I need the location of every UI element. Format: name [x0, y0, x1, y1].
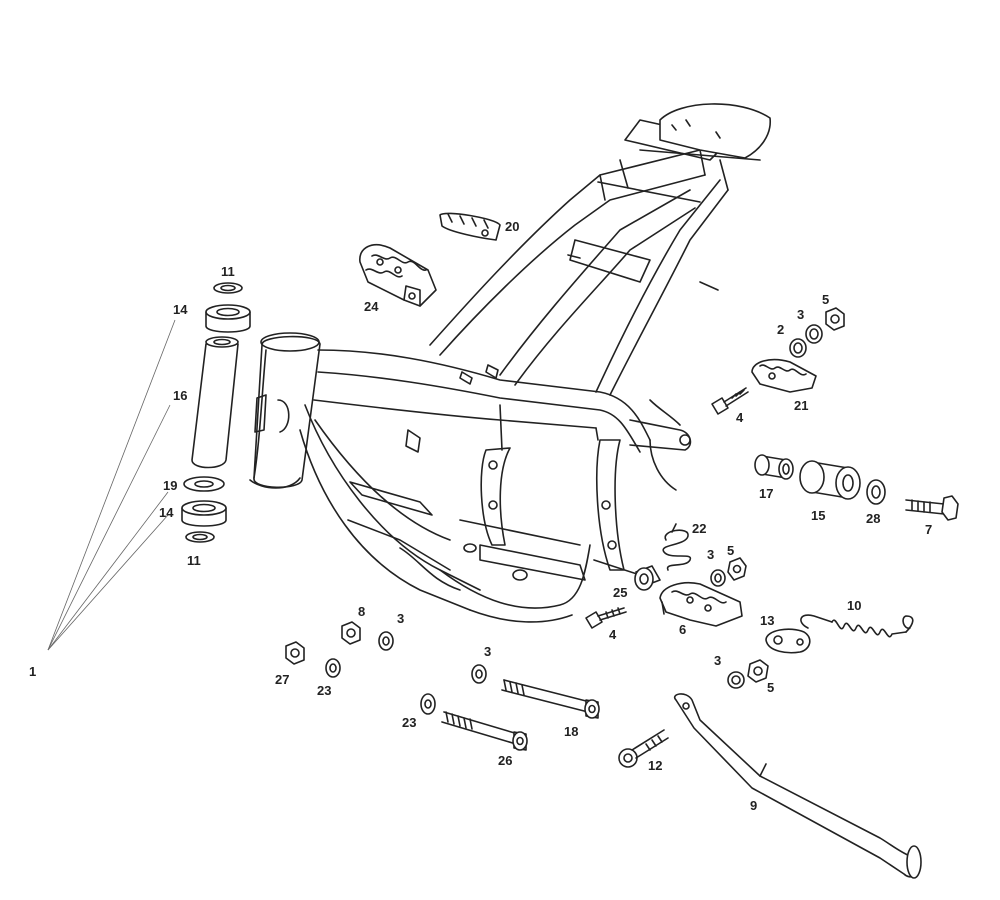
washer-2 [789, 338, 807, 358]
bolt-12 [618, 729, 669, 768]
label-part-5: 5 [822, 292, 829, 307]
washer-23-left [325, 658, 341, 678]
footpeg-20 [439, 212, 501, 241]
part-labels: 1 11 14 16 19 14 11 20 24 5 3 2 21 4 17 … [29, 219, 932, 813]
nut-8 [341, 621, 361, 645]
label-part-3: 3 [397, 611, 404, 626]
label-part-5: 5 [727, 543, 734, 558]
label-part-11: 11 [221, 264, 235, 279]
bolt-4-upper [711, 387, 749, 415]
label-part-2: 2 [777, 322, 784, 337]
label-part-3: 3 [714, 653, 721, 668]
label-part-21: 21 [794, 398, 808, 413]
label-part-17: 17 [759, 486, 773, 501]
label-part-19: 19 [163, 478, 177, 493]
footpeg-24 [359, 244, 437, 307]
label-part-15: 15 [811, 508, 825, 523]
washer-3-upper [805, 324, 823, 344]
label-part-20: 20 [505, 219, 519, 234]
washer-28 [866, 479, 886, 505]
nut-5-upper [825, 307, 845, 331]
washer-3-center [471, 664, 487, 684]
label-part-6: 6 [679, 622, 686, 637]
washer-3-left [378, 631, 394, 651]
spring-22 [662, 523, 692, 571]
nut-5-mid [727, 557, 747, 581]
label-part-12: 12 [648, 758, 662, 773]
bolt-26 [441, 711, 528, 751]
label-part-8: 8 [358, 604, 365, 619]
label-part-3: 3 [484, 644, 491, 659]
washer-23-center [420, 693, 436, 715]
label-part-28: 28 [866, 511, 880, 526]
footpeg-21 [751, 358, 817, 393]
bushing-15 [799, 460, 861, 500]
label-part-14: 14 [173, 302, 188, 317]
motorcycle-frame [249, 103, 771, 623]
sidestand-9 [673, 693, 922, 879]
nut-5-right [747, 659, 769, 683]
plate-13 [765, 628, 811, 654]
bushing-17 [754, 454, 794, 480]
label-part-16: 16 [173, 388, 187, 403]
bolt-4-lower [585, 607, 627, 629]
label-part-23: 23 [402, 715, 416, 730]
label-part-23: 23 [317, 683, 331, 698]
bolt-18 [501, 679, 600, 719]
label-part-1: 1 [29, 664, 36, 679]
label-part-26: 26 [498, 753, 512, 768]
label-part-24: 24 [364, 299, 379, 314]
label-part-14: 14 [159, 505, 174, 520]
part-1-leaders [47, 319, 176, 651]
label-part-4: 4 [736, 410, 744, 425]
spring-10 [800, 614, 914, 638]
label-part-7: 7 [925, 522, 932, 537]
label-part-11: 11 [187, 553, 201, 568]
washer-3-mid [710, 569, 726, 587]
label-part-3: 3 [797, 307, 804, 322]
label-part-25: 25 [613, 585, 627, 600]
label-part-9: 9 [750, 798, 757, 813]
bolt-7 [905, 495, 959, 521]
label-part-5: 5 [767, 680, 774, 695]
label-part-10: 10 [847, 598, 861, 613]
label-part-3: 3 [707, 547, 714, 562]
label-part-22: 22 [692, 521, 706, 536]
steering-stem-parts [181, 282, 251, 543]
label-part-4: 4 [609, 627, 617, 642]
label-part-18: 18 [564, 724, 578, 739]
bushing-25 [634, 565, 661, 591]
label-part-13: 13 [760, 613, 774, 628]
nut-27 [285, 641, 305, 665]
washer-3-right [727, 671, 745, 689]
footpeg-6 [659, 582, 743, 627]
label-part-27: 27 [275, 672, 289, 687]
